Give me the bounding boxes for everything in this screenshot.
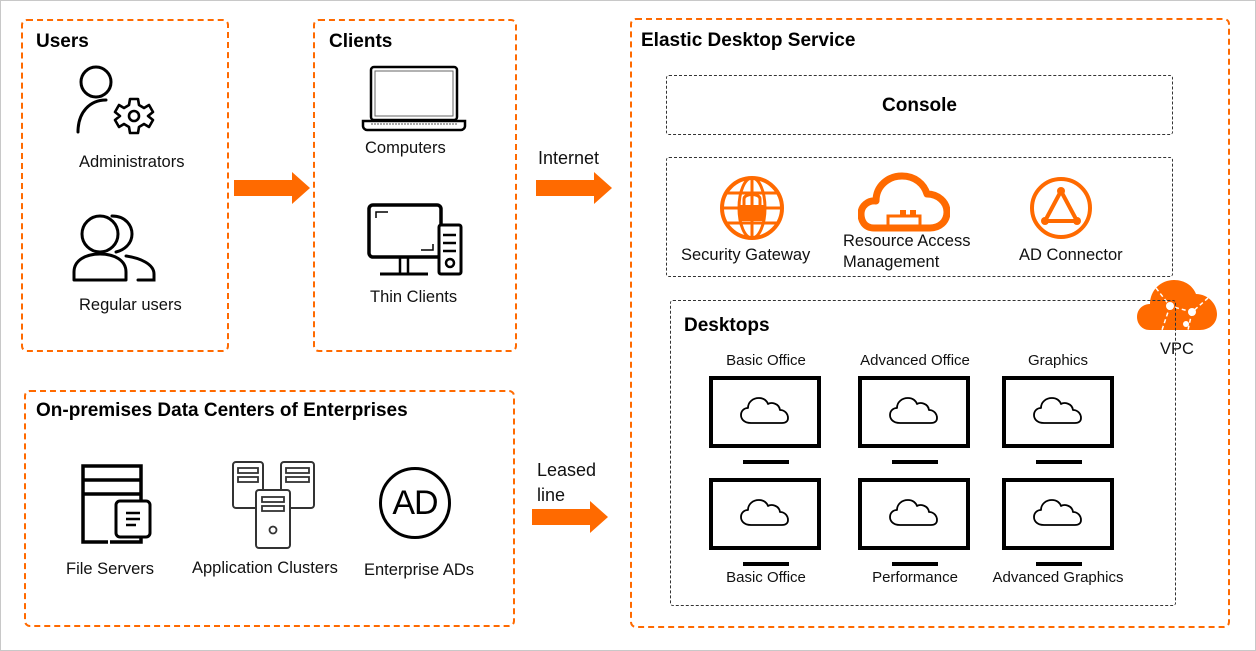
desktop-monitor-icon <box>709 478 821 566</box>
file-servers-label: File Servers <box>66 560 155 578</box>
desktop-type-label: Basic Office <box>726 352 806 369</box>
security-gateway-label: Security Gateway <box>681 246 811 264</box>
console-box <box>666 75 1173 135</box>
desktop-monitor-icon <box>1002 478 1114 566</box>
ram-label-line2: Management <box>843 253 940 271</box>
ram-cloud-key-icon <box>858 172 950 232</box>
enterprise-ads-label: Enterprise ADs <box>364 561 475 579</box>
laptop-icon <box>361 65 467 132</box>
vpc-label: VPC <box>1160 340 1194 358</box>
leased-line-label-2: line <box>537 485 566 505</box>
security-gateway-icon <box>720 176 784 240</box>
desktop-type-label: Advanced Office <box>860 352 970 369</box>
ad-connector-label: AD Connector <box>1019 246 1123 264</box>
file-server-icon <box>80 464 152 545</box>
vpc-cloud-icon <box>1137 280 1217 331</box>
administrators-label: Administrators <box>79 153 185 171</box>
desktop-type-label: Basic Office <box>726 569 806 586</box>
user-group-icon <box>72 214 156 282</box>
users-title: Users <box>36 31 89 52</box>
admin-user-gear-icon <box>76 65 155 135</box>
console-label: Console <box>882 95 957 116</box>
clients-title: Clients <box>329 31 393 52</box>
clients-group <box>313 19 517 352</box>
desktop-pc-icon <box>367 203 463 276</box>
ad-connector-icon <box>1030 177 1092 239</box>
desktop-monitor-icon <box>1002 376 1114 464</box>
internet-label: Internet <box>538 148 600 168</box>
ad-icon: AD <box>379 467 451 539</box>
desktop-monitor-icon <box>858 478 970 566</box>
eds-group <box>630 18 1230 628</box>
desktops-title: Desktops <box>684 315 770 336</box>
desktop-type-label: Performance <box>872 569 958 586</box>
thin-clients-label: Thin Clients <box>370 288 458 306</box>
desktop-monitor-icon <box>858 376 970 464</box>
arrow-leased-line <box>532 501 608 533</box>
datacenter-title: On-premises Data Centers of Enterprises <box>36 400 408 421</box>
desktops-box <box>670 300 1176 606</box>
computers-label: Computers <box>365 139 446 157</box>
leased-line-label-1: Leased <box>537 460 597 480</box>
users-group <box>21 19 229 352</box>
desktop-monitor-icon <box>709 376 821 464</box>
desktop-type-label: Advanced Graphics <box>992 569 1124 586</box>
datacenter-group <box>24 390 515 627</box>
services-box <box>666 157 1173 277</box>
server-cluster-icon <box>232 461 315 549</box>
desktop-type-label: Graphics <box>1027 352 1089 369</box>
arrow-internet <box>536 172 612 204</box>
eds-title: Elastic Desktop Service <box>641 30 856 51</box>
ad-icon-glyph: AD <box>392 483 438 522</box>
arrow-users-to-clients <box>234 172 310 204</box>
regular-users-label: Regular users <box>79 296 182 314</box>
application-clusters-label: Application Clusters <box>192 559 338 577</box>
ram-label-line1: Resource Access <box>843 232 971 250</box>
